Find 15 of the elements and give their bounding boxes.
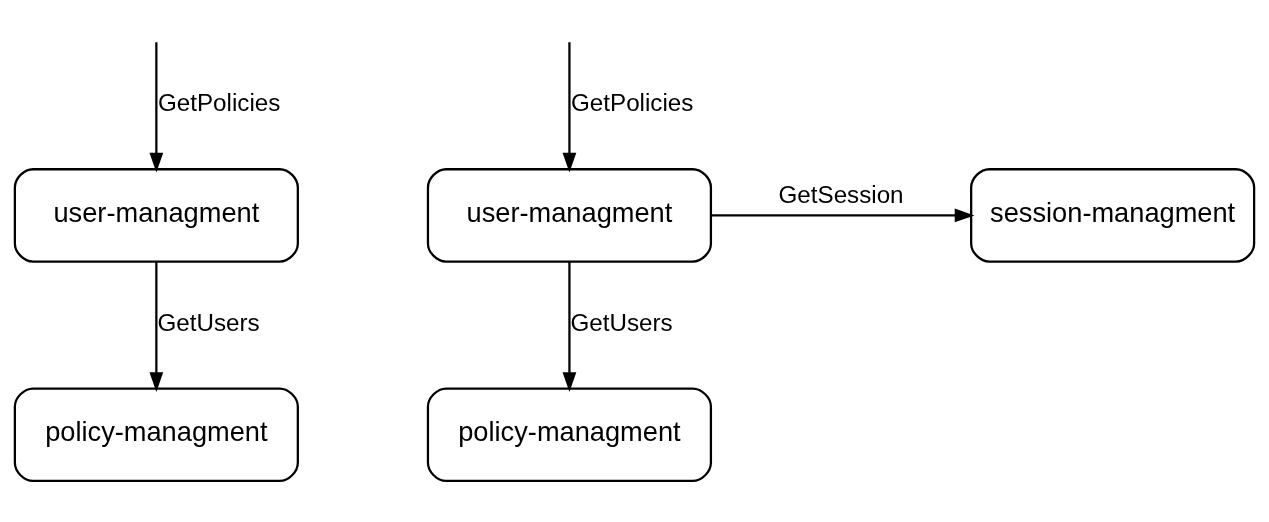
edge-label: GetPolicies [571,89,694,117]
node-box: session-managment [970,168,1256,263]
node-box: policy-managment [13,387,299,483]
edge-label: GetUsers [157,308,260,336]
arrow [149,261,164,392]
arrow [562,261,577,392]
node-box: user-managment [13,168,299,263]
arrow [149,42,164,173]
node-box: user-managment [426,168,713,263]
arrow [562,42,577,173]
arrow [711,208,975,223]
edge-label: GetUsers [570,308,673,336]
node-box: policy-managment [426,387,713,483]
edge-label: GetSession [778,180,904,208]
edge-label: GetPolicies [157,89,281,117]
